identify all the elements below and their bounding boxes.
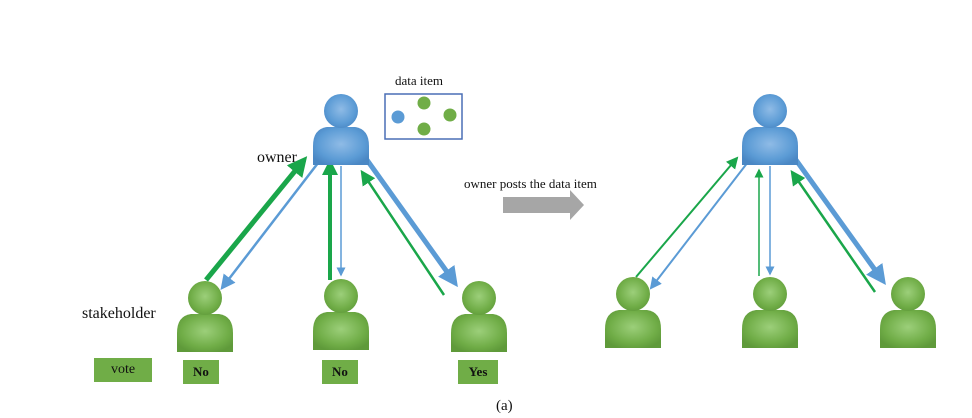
owner-label: owner <box>257 149 297 166</box>
vote-badge-3: Yes <box>458 360 498 384</box>
owner-figure <box>313 94 369 165</box>
r-view-arrow-right <box>793 158 886 286</box>
r-vote-arrow-left <box>635 156 739 278</box>
stakeholder-figure-1 <box>177 281 233 352</box>
data-item-owner-dot <box>391 110 405 124</box>
view-arrow-right <box>364 158 458 288</box>
vote-arrow-right <box>360 169 446 296</box>
left-arrows <box>204 156 458 296</box>
r-stakeholder-figure-1 <box>605 277 661 348</box>
r-vote-arrow-right <box>790 169 877 293</box>
transition-arrow <box>503 190 584 220</box>
data-item-stakeholder-dot-right <box>443 108 457 122</box>
r-stakeholder-figure-3 <box>880 277 936 348</box>
data-item-box <box>384 93 463 140</box>
r-owner-figure <box>742 94 798 165</box>
vote-badge-1: No <box>183 360 219 384</box>
stakeholder-label: stakeholder <box>82 305 156 322</box>
data-item-label: data item <box>395 73 444 88</box>
figure-caption: (a) <box>496 398 513 414</box>
stakeholder-figure-2 <box>313 279 369 350</box>
data-item-stakeholder-dot-top <box>417 96 431 110</box>
r-view-arrow-left <box>649 161 749 290</box>
vote-arrow-left <box>204 156 308 282</box>
right-arrows <box>635 156 886 293</box>
stakeholder-figure-3 <box>451 281 507 352</box>
vote-badge-2: No <box>322 360 358 384</box>
vote-legend-box: vote <box>94 358 152 382</box>
data-item-stakeholder-dot-bottom <box>417 122 431 136</box>
r-stakeholder-figure-2 <box>742 277 798 348</box>
view-arrow-left <box>220 162 319 290</box>
transition-label: owner posts the data item <box>464 176 597 191</box>
